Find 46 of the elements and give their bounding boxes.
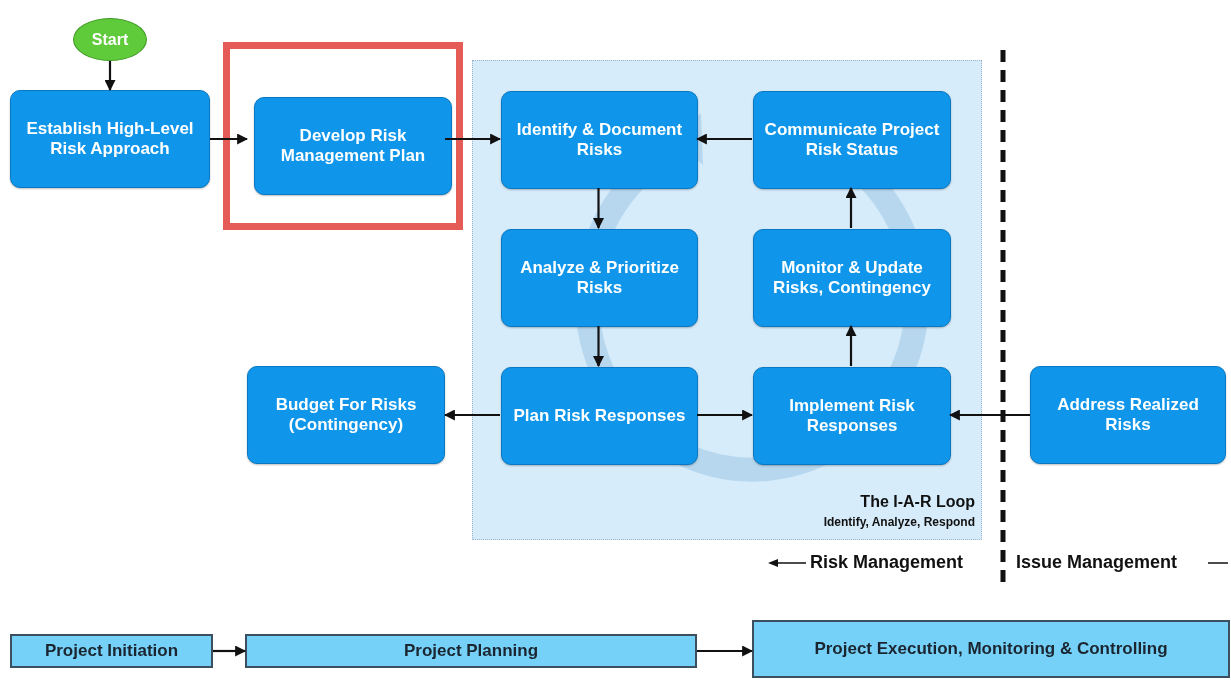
process-box bbox=[10, 90, 210, 188]
node-label: Project Execution, Monitoring & Controlling bbox=[814, 638, 1168, 660]
process-box bbox=[753, 91, 951, 189]
phase-bar bbox=[245, 634, 697, 668]
arrow bbox=[445, 133, 502, 145]
process-box bbox=[1030, 366, 1226, 464]
node-label: Communicate Project Risk Status bbox=[763, 119, 941, 161]
node-label: Project Planning bbox=[403, 640, 539, 662]
arrow bbox=[697, 409, 754, 421]
arrow bbox=[213, 645, 247, 657]
process-box bbox=[753, 229, 951, 327]
process-box bbox=[247, 366, 445, 464]
arrow bbox=[593, 326, 604, 368]
arrow bbox=[695, 133, 752, 145]
loop-subtitle: Identify, Analyze, Respond bbox=[823, 514, 975, 529]
arrow bbox=[697, 645, 754, 657]
arrow bbox=[593, 188, 604, 230]
loop-region bbox=[472, 60, 982, 540]
node-label: Develop Risk Management Plan bbox=[279, 125, 427, 167]
node-label: Budget For Risks (Contingency) bbox=[274, 394, 418, 436]
arrow bbox=[948, 409, 1030, 421]
node-label: Address Realized Risks bbox=[1056, 394, 1200, 436]
phase-bar bbox=[752, 620, 1230, 678]
node-label: Start bbox=[91, 29, 129, 50]
section-label: Issue Management bbox=[1016, 552, 1178, 573]
node-label: Monitor & Update Risks, Contingency bbox=[772, 257, 932, 299]
node-label: Implement Risk Responses bbox=[788, 395, 916, 437]
process-box bbox=[254, 97, 452, 195]
arrow bbox=[443, 409, 500, 421]
highlight-frame bbox=[223, 42, 463, 230]
arrow bbox=[210, 133, 249, 145]
section-label: Risk Management bbox=[810, 552, 964, 573]
process-box bbox=[501, 367, 698, 465]
arrow bbox=[845, 324, 857, 366]
phase-bar bbox=[10, 634, 213, 668]
node-label: Analyze & Prioritize Risks bbox=[519, 257, 680, 299]
process-box bbox=[501, 229, 698, 327]
node-label: Establish High-Level Risk Approach bbox=[25, 118, 195, 160]
process-box bbox=[501, 91, 698, 189]
loop-title: The I-A-R Loop bbox=[860, 492, 975, 512]
node-label: Project Initiation bbox=[44, 640, 179, 662]
node-label: Plan Risk Responses bbox=[513, 405, 686, 427]
process-box bbox=[753, 367, 951, 465]
arrow bbox=[845, 186, 857, 228]
node-label: Identify & Document Risks bbox=[515, 119, 684, 161]
arrow bbox=[104, 61, 116, 92]
